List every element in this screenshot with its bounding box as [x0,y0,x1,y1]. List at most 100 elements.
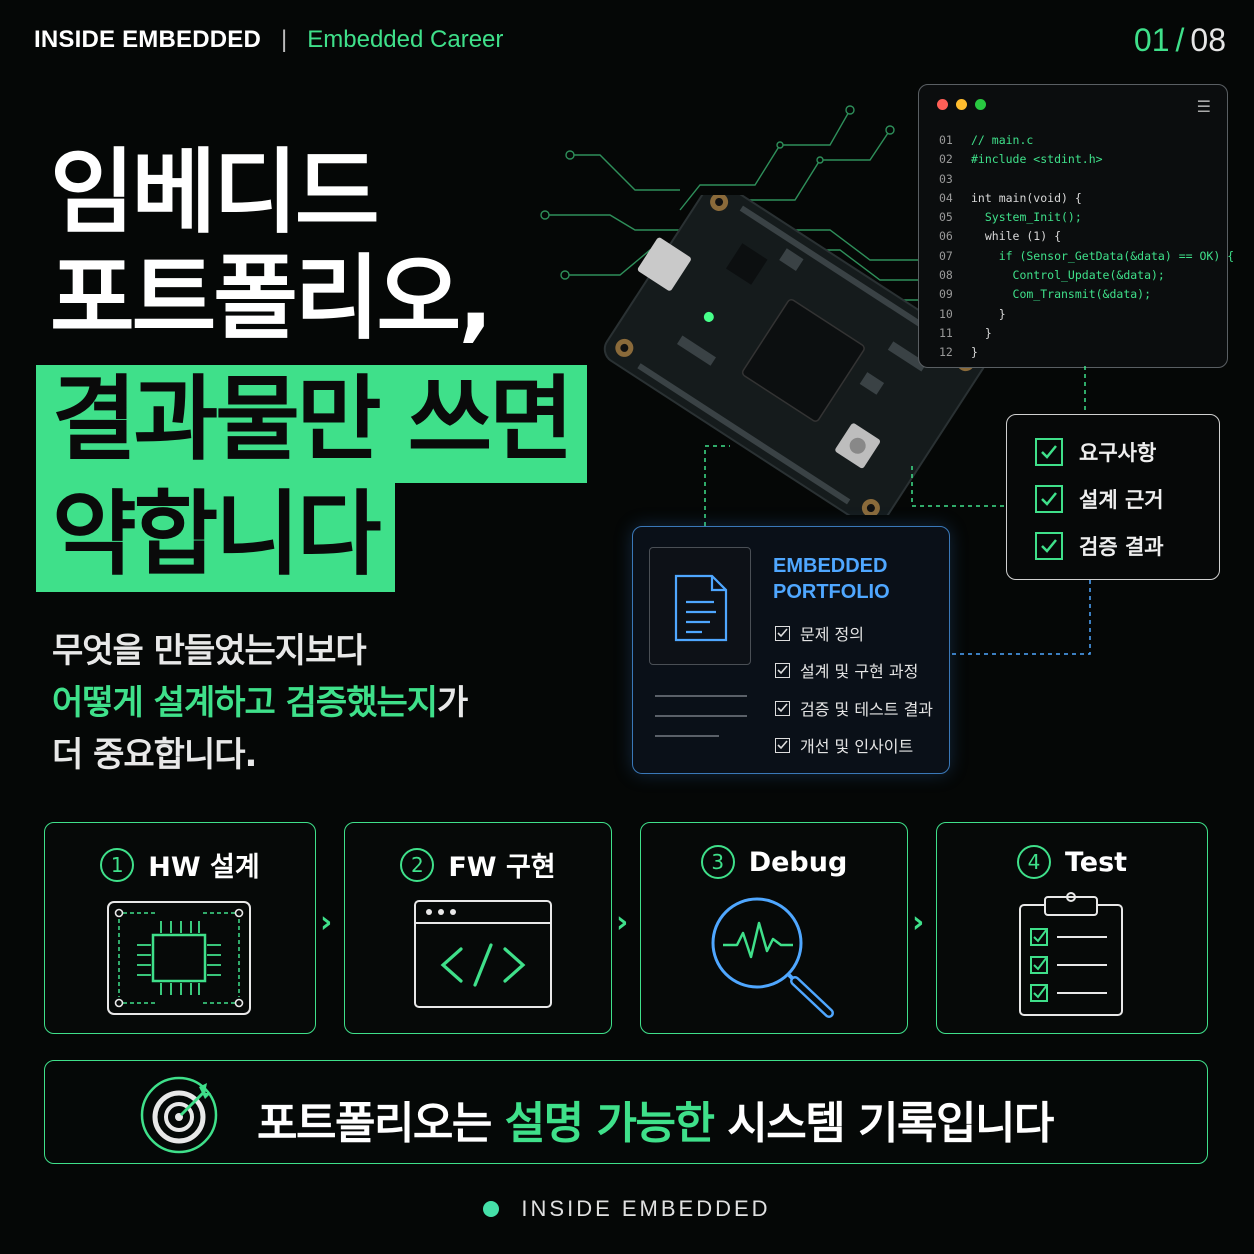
step-number: 1 [100,847,135,882]
title-highlight-1: 결과물만 쓰면 [36,365,587,483]
code-window-icon [414,900,552,1008]
magnifier-waveform-icon [711,897,834,1018]
step-number: 3 [700,845,735,879]
checkbox-checked-icon [1035,532,1063,560]
banner-highlight: 설명 가능한 [504,1098,715,1149]
close-dot-icon [937,99,948,110]
title-line-2: 포트폴리오, [50,245,493,352]
chip-icon [107,901,251,1015]
code-line: 01 // main.c [939,131,1234,150]
banner-text-3: 시스템 기록입니다 [713,1098,1054,1149]
checklist-label: 설계 근거 [1079,488,1164,512]
code-line: 11 } [939,324,1234,343]
page-indicator: 01/08 [1134,22,1226,59]
code-line: 07 if (Sensor_GetData(&data) == OK) { [939,247,1234,266]
code-line: 09 Com_Transmit(&data); [939,285,1234,304]
portfolio-card: EMBEDDED PORTFOLIO 문제 정의 설계 및 구현 과정 검증 및… [632,526,950,774]
main-title: 임베디드 포트폴리오, [50,139,493,352]
portfolio-title-line-1: EMBEDDED [773,555,888,577]
line-number: 06 [939,229,953,244]
window-controls [937,99,986,110]
code-line: 12} [939,343,1234,362]
step-card-fw: 2 FW 구현 [344,822,612,1034]
line-number: 01 [939,133,953,147]
code-line: 06 while (1) { [939,227,1234,246]
line-number: 02 [939,152,953,167]
line-number: 07 [939,248,953,263]
step-label: Debug [748,846,848,878]
checklist-item: 설계 근거 [1035,484,1164,514]
document-frame [649,547,751,665]
line-number: 11 [939,325,953,340]
clipboard-checklist-icon [1019,892,1123,1016]
title-line-1: 임베디드 [50,139,380,246]
banner-message: 포트폴리오는 설명 가능한 시스템 기록입니다 [257,1087,1054,1151]
code-text: #include <stdint.h> [971,152,1103,167]
placeholder-line [655,715,747,717]
maximize-dot-icon [975,99,986,110]
chevron-right-icon: › [320,905,333,940]
step-card-test: 4 Test [936,822,1208,1034]
portfolio-item: 설계 및 구현 과정 [775,658,918,682]
code-line: 03 [939,170,1234,189]
checkbox-checked-icon [775,625,790,641]
portfolio-item: 검증 및 테스트 결과 [775,696,933,720]
line-number: 10 [939,306,953,321]
checkbox-checked-icon [775,700,790,716]
chevron-right-icon: › [912,905,925,940]
step-header: 3 Debug [641,845,907,879]
checklist-item: 요구사항 [1035,437,1156,467]
subtitle-line-2: 어떻게 설계하고 검증했는지가 [52,677,468,729]
line-number: 03 [939,171,953,186]
placeholder-line [655,735,719,737]
target-icon [140,1076,218,1154]
line-number: 04 [939,190,953,205]
title-highlight-2: 약합니다 [36,480,395,592]
subtitle-line-3: 더 중요합니다. [52,735,257,775]
code-text: System_Init(); [971,210,1082,225]
page-slash: / [1175,22,1185,58]
header: INSIDE EMBEDDED | Embedded Career [34,26,503,54]
page-current: 01 [1133,22,1170,58]
connector-lines [704,366,1091,655]
line-number: 08 [939,268,953,283]
code-text: } [971,306,1006,321]
portfolio-item-label: 설계 및 구현 과정 [800,662,919,681]
line-number: 12 [939,345,953,360]
step-header: 2 FW 구현 [345,845,611,884]
portfolio-item-label: 검증 및 테스트 결과 [800,700,934,719]
portfolio-item-label: 개선 및 인사이트 [800,737,914,756]
step-label: FW 구현 [448,852,556,883]
footer-brand: INSIDE EMBEDDED [521,1196,771,1221]
category-label: Embedded Career [307,26,504,53]
code-text: Control_Update(&data); [971,268,1165,283]
checkbox-checked-icon [775,662,790,678]
banner-text-1: 포트폴리오는 [257,1098,505,1149]
step-label: Test [1064,846,1128,878]
brand-name: INSIDE EMBEDDED [34,26,262,53]
portfolio-item: 개선 및 인사이트 [775,733,913,757]
portfolio-item: 문제 정의 [775,621,864,645]
step-header: 4 Test [937,845,1207,879]
code-text: } [971,325,992,340]
step-card-hw: 1 HW 설계 [44,822,316,1034]
code-line: 05 System_Init(); [939,208,1234,227]
code-text: // main.c [971,133,1034,147]
code-text: if (Sensor_GetData(&data) == OK) { [971,248,1235,263]
code-line: 08 Control_Update(&data); [939,266,1234,285]
step-number: 4 [1016,845,1051,879]
subtitle: 무엇을 만들었는지보다 어떻게 설계하고 검증했는지가 더 중요합니다. [52,625,468,781]
code-text: while (1) { [971,229,1062,244]
bottom-banner: 포트폴리오는 설명 가능한 시스템 기록입니다 [44,1060,1208,1164]
subtitle-highlight: 어떻게 설계하고 검증했는지 [52,683,438,723]
subtitle-line-2-rest: 가 [437,683,468,723]
minimize-dot-icon [956,99,967,110]
code-text: Com_Transmit(&data); [971,287,1152,302]
portfolio-title-line-2: PORTFOLIO [773,581,890,603]
line-number: 05 [939,210,953,225]
step-label: HW 설계 [148,852,260,883]
checkbox-checked-icon [775,737,790,753]
checklist-label: 요구사항 [1079,441,1157,465]
checkbox-checked-icon [1035,485,1063,513]
